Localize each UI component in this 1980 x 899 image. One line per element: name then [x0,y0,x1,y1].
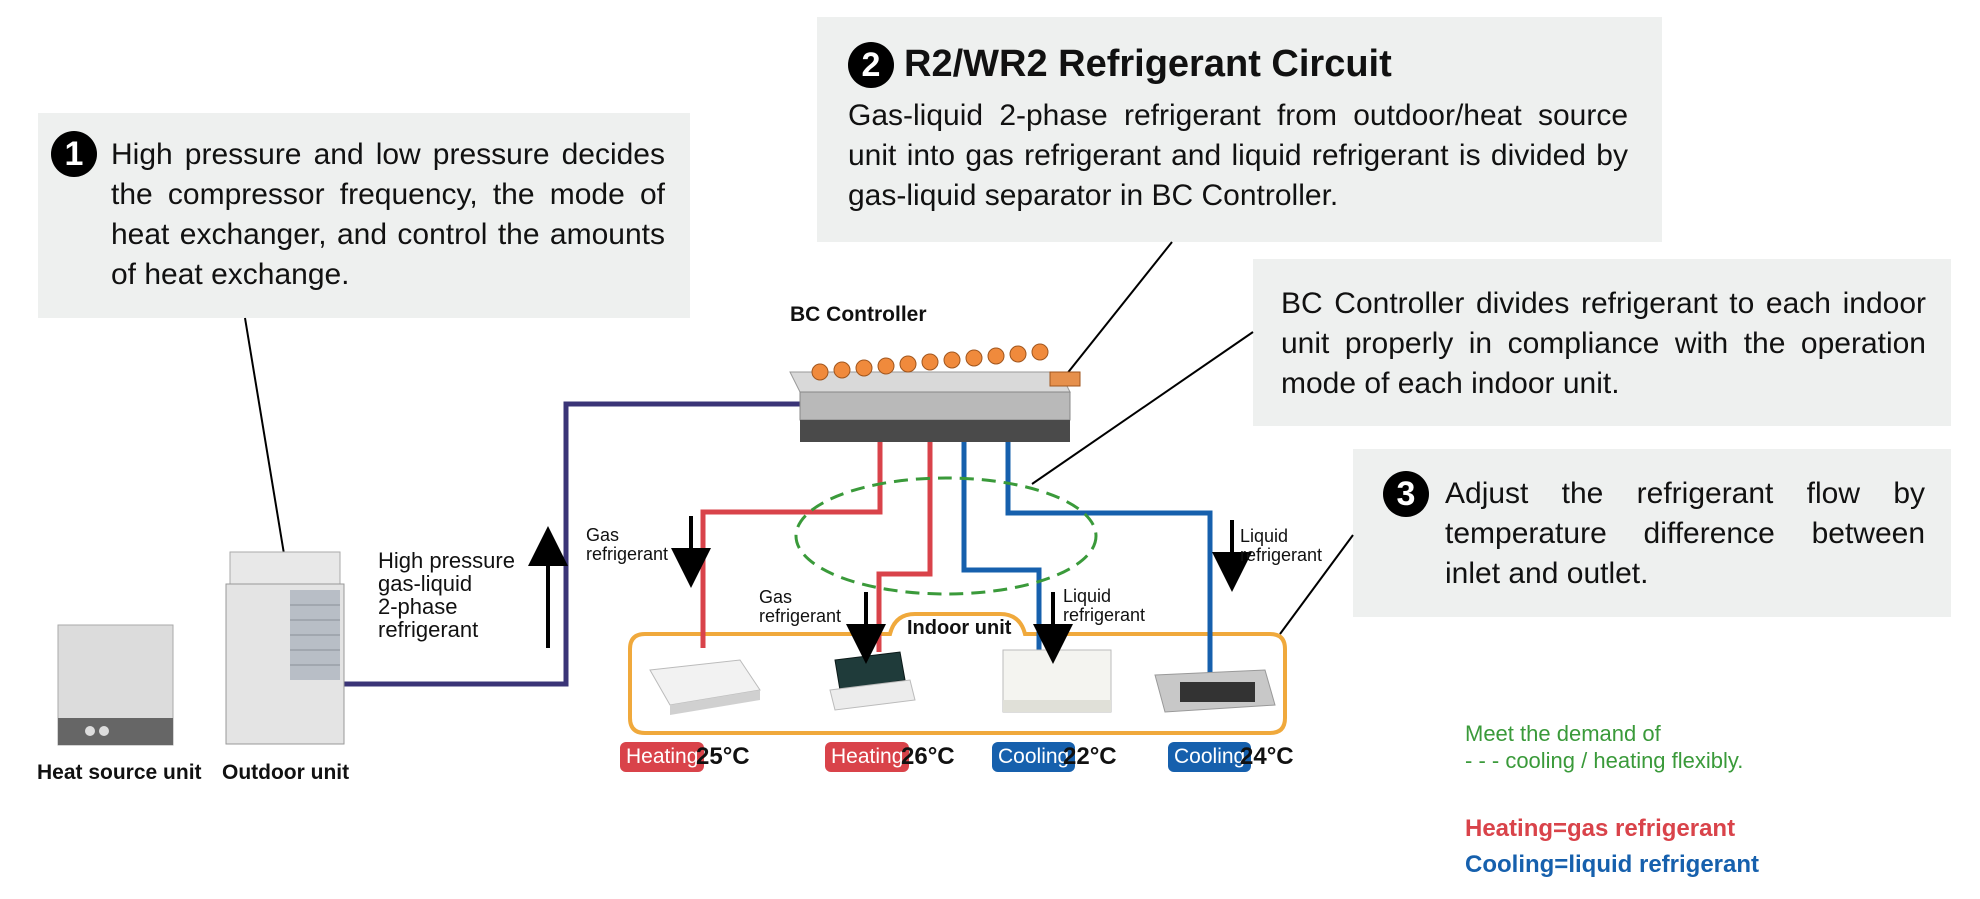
indoor-unit-2-illustration [829,651,916,711]
callout-2-box [817,17,1662,242]
temperature-2: 26°C [901,743,955,770]
callout-3-text: Adjust the refrigerant flow by temperatu… [1445,477,1925,590]
heating-pipe-2 [876,440,933,652]
leader-line-bc [1031,331,1254,485]
callout-1-number: 1 [51,131,97,177]
temperature-1: 25°C [696,743,750,770]
mode-badge-1: Heating [620,742,705,772]
outdoor-unit-label: Outdoor unit [222,761,350,784]
mode-badge-3: Cooling [992,742,1076,772]
liquid-refrigerant-label-1: Liquid refrigerant [1063,586,1146,625]
callout-2-text: Gas-liquid 2-phase refrigerant from outd… [848,99,1628,212]
heat-source-unit-label: Heat source unit [37,761,202,784]
indoor-unit-3-illustration [1002,649,1112,713]
gas-refrigerant-label-2: Gas refrigerant [759,587,842,626]
leader-line-3 [1279,534,1354,635]
heat-source-unit-illustration [57,624,174,746]
indoor-unit-1-illustration [649,659,761,715]
demand-ellipse [794,476,1098,596]
cooling-pipe-2 [1005,440,1213,674]
legend-demand-line1: Meet the demand of [1465,721,1661,746]
legend-cooling: Cooling=liquid refrigerant [1465,851,1760,878]
high-pressure-pipe [340,401,800,687]
callout-2-title: R2/WR2 Refrigerant Circuit [904,43,1392,85]
bc-controller-illustration [789,343,1081,442]
callout-1-box [38,113,690,318]
leader-line-1 [244,317,286,561]
cooling-pipe-1 [961,440,1042,652]
mode-badge-4: Cooling [1168,742,1252,772]
indoor-unit-label: Indoor unit [907,617,1012,639]
callout-2-number: 2 [848,42,894,88]
liquid-refrigerant-label-2: Liquid refrigerant [1240,526,1323,565]
callout-3-box [1353,449,1951,617]
callout-1-text: High pressure and low pressure decides t… [111,138,665,291]
legend-heating: Heating=gas refrigerant [1465,815,1736,842]
leader-line-2 [1061,241,1173,381]
gas-refrigerant-label-1: Gas refrigerant [586,525,669,564]
bc-controller-label: BC Controller [790,303,927,326]
legend-demand-line2: - - - cooling / heating flexibly. [1465,748,1744,773]
temperature-4: 24°C [1240,743,1294,770]
temperature-3: 22°C [1063,743,1117,770]
callout-3-number: 3 [1383,471,1429,517]
indoor-unit-4-illustration [1154,669,1276,713]
callout-bc-box [1253,259,1951,426]
mode-badge-2: Heating [825,742,910,772]
indoor-unit-outline [628,612,1287,735]
high-pressure-label: High pressure gas-liquid 2-phase refrige… [378,548,515,642]
callout-bc-text: BC Controller divides refrigerant to eac… [1281,287,1926,400]
outdoor-unit-illustration [225,551,345,745]
